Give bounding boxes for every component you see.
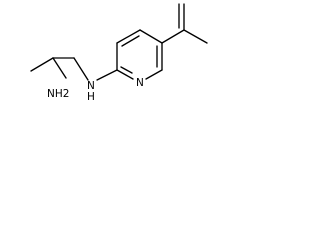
bond-nh-to-ring xyxy=(96,69,118,81)
ring-n-label: N xyxy=(136,77,144,89)
ring-double-bond-inner-left xyxy=(121,35,140,47)
nh-h-label: H xyxy=(87,91,95,103)
chemical-structure-diagram: NH2 N H N xyxy=(30,3,208,103)
ring-bond-c3-c4 xyxy=(116,29,141,44)
ring-bond-c4-c5 xyxy=(139,29,163,44)
ring-bond-c6-n1 xyxy=(145,69,163,80)
bond-ring-to-vinyl xyxy=(161,29,185,44)
bond-methyl-upper xyxy=(30,57,54,72)
bond-vinyl-methyl xyxy=(183,29,208,44)
bond-ch2-to-nh xyxy=(73,57,89,81)
nh2-label: NH2 xyxy=(47,88,69,100)
ring-double-bond-inner-bottom xyxy=(120,66,133,74)
bond-methyl-right xyxy=(52,57,67,79)
ring-bond-n1-c2 xyxy=(116,69,134,80)
nh-n-label: N xyxy=(87,80,95,92)
